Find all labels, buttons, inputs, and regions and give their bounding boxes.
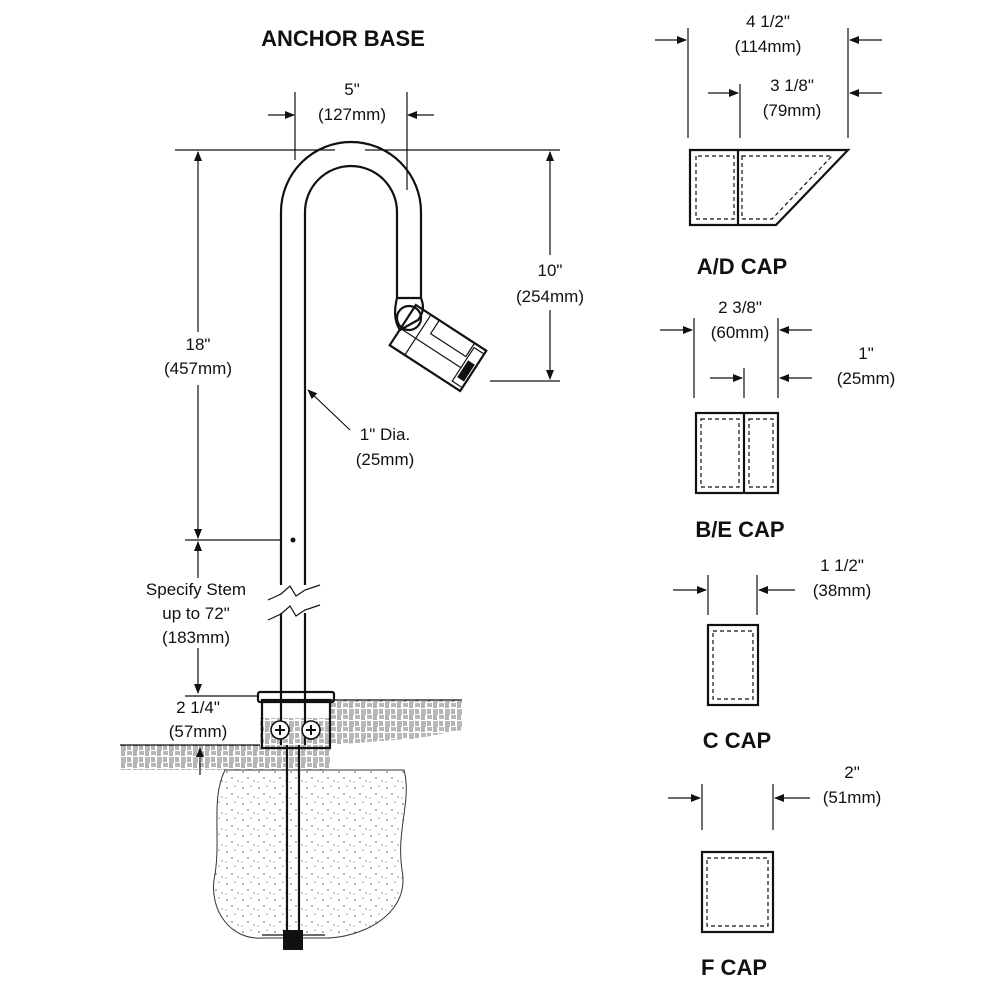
c-width-mm-label: (38mm) — [813, 581, 872, 600]
ground-surface-hatch — [120, 700, 462, 770]
stem-inner — [303, 164, 399, 745]
drop-in-label: 10" — [538, 261, 563, 280]
anchor-nut — [283, 930, 303, 950]
stem-break-upper — [267, 584, 321, 601]
ad-inner-mm-label: (79mm) — [763, 101, 822, 120]
ad-outer-mm-label: (114mm) — [735, 37, 802, 56]
base-in-label: 2 1/4" — [176, 698, 220, 717]
diameter-leader — [307, 389, 351, 431]
f-width-in-label: 2" — [844, 763, 860, 782]
be-inner-in-label: 1" — [858, 344, 874, 363]
stem-break-lower — [267, 604, 321, 621]
f-cap-group — [668, 784, 810, 934]
be-cap-title: B/E CAP — [695, 517, 784, 542]
spotlight-head — [388, 296, 488, 393]
ad-outer-in-label: 4 1/2" — [746, 12, 790, 31]
height-mm-label: (457mm) — [164, 359, 232, 378]
drop-mm-label: (254mm) — [516, 287, 584, 306]
base-mm-label: (57mm) — [169, 722, 228, 741]
be-outer-mm-label: (60mm) — [711, 323, 770, 342]
base-screw-left-icon — [270, 720, 290, 740]
stem-note-line1: Specify Stem — [146, 580, 246, 599]
base-screw-right-icon — [301, 720, 321, 740]
stem-break-gap — [270, 585, 320, 613]
be-cap-shape — [694, 411, 780, 495]
c-cap-title: C CAP — [703, 728, 771, 753]
c-cap-group — [673, 575, 795, 707]
anchor-base-title: ANCHOR BASE — [261, 26, 425, 51]
c-width-in-label: 1 1/2" — [820, 556, 864, 575]
width-mm-label: (127mm) — [318, 105, 386, 124]
height-in-label: 18" — [186, 335, 211, 354]
stem-outer — [279, 140, 423, 745]
ad-cap-title: A/D CAP — [697, 254, 787, 279]
ad-cap-group — [655, 28, 882, 227]
diameter-in-label: 1" Dia. — [360, 425, 410, 444]
f-width-mm-label: (51mm) — [823, 788, 882, 807]
concrete-footing — [213, 769, 407, 939]
be-inner-mm-label: (25mm) — [837, 369, 896, 388]
f-cap-title: F CAP — [701, 955, 767, 980]
be-cap-group — [660, 318, 812, 495]
ad-inner-in-label: 3 1/8" — [770, 76, 814, 95]
stem-note-line2: up to 72" — [162, 604, 229, 623]
width-in-label: 5" — [344, 80, 360, 99]
diameter-mm-label: (25mm) — [356, 450, 415, 469]
f-cap-shape — [700, 850, 775, 934]
stem-note-mm: (183mm) — [162, 628, 230, 647]
base-box-lid — [256, 690, 336, 704]
stem-set-screw — [290, 537, 296, 543]
c-cap-shape — [706, 623, 760, 707]
ad-cap-shape — [688, 148, 851, 227]
be-outer-in-label: 2 3/8" — [718, 298, 762, 317]
base-box — [260, 698, 332, 750]
